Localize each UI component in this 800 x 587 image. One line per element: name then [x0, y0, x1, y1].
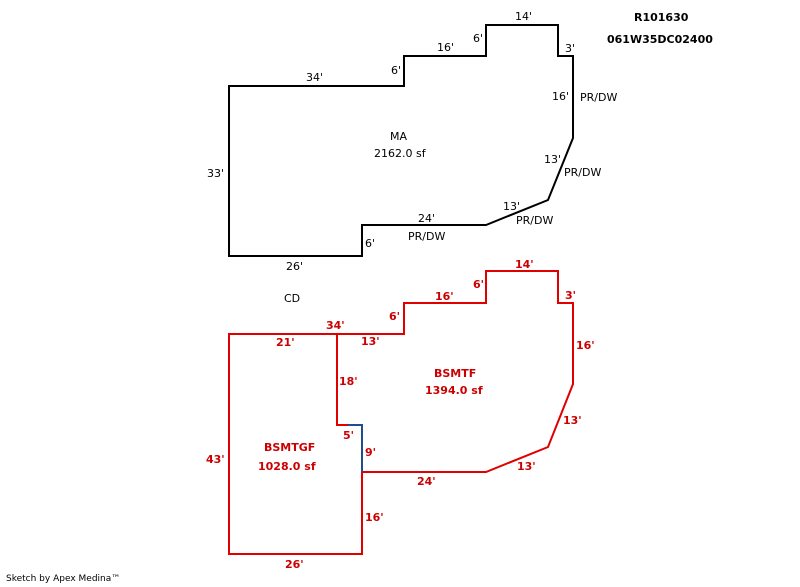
bsmtgf-dim-top: 21' — [276, 336, 295, 349]
ma-dim-bottom-right: 24' — [418, 212, 435, 225]
basement-outline — [228, 270, 574, 555]
cd-label: CD — [284, 292, 300, 305]
ma-dim-top: 14' — [515, 10, 532, 23]
ma-dim-left: 33' — [207, 167, 224, 180]
bsmtf-dim-top-right: 3' — [565, 289, 576, 302]
bsmtgf-dim-left: 43' — [206, 453, 225, 466]
ma-dim-step2: 6' — [391, 64, 401, 77]
main-area-outline — [228, 24, 574, 257]
ma-dim-upper-mid: 16' — [437, 41, 454, 54]
ma-note-pr-dw-diag-lower: PR/DW — [516, 214, 553, 227]
ma-note-pr-dw-diag-upper: PR/DW — [564, 166, 601, 179]
map-id: 061W35DC02400 — [607, 33, 713, 46]
bsmtf-name: BSMTF — [434, 367, 476, 380]
ma-dim-right-side: 16' — [552, 90, 569, 103]
bsmtgf-dim-bottom: 26' — [285, 558, 304, 571]
ma-dim-diag-upper: 13' — [544, 153, 561, 166]
bsmtf-dim-notch: 5' — [343, 429, 354, 442]
ma-dim-step-low: 6' — [365, 237, 375, 250]
bsmtf-dim-step1: 6' — [473, 278, 484, 291]
bsmtf-dim-top-left: 34' — [326, 319, 345, 332]
bsmtf-dim-upper-mid: 16' — [435, 290, 454, 303]
bsmtgf-name: BSMTGF — [264, 441, 315, 454]
bsmtf-dim-top: 14' — [515, 258, 534, 271]
ma-dim-diag-lower: 13' — [503, 200, 520, 213]
bsmtf-dim-inner-top: 13' — [361, 335, 380, 348]
ma-note-pr-dw-bottom: PR/DW — [408, 230, 445, 243]
ma-dim-left-top: 34' — [306, 71, 323, 84]
bsmtf-dim-inner-left: 18' — [339, 375, 358, 388]
bsmtf-dim-step2: 6' — [389, 310, 400, 323]
ma-name: MA — [390, 130, 407, 143]
bsmtf-area: 1394.0 sf — [425, 384, 483, 397]
bsmtgf-dim-right: 16' — [365, 511, 384, 524]
basement-partition-line — [336, 334, 348, 426]
bsmtgf-area: 1028.0 sf — [258, 460, 316, 473]
bsmtf-dim-right-side: 16' — [576, 339, 595, 352]
parcel-id: R101630 — [634, 11, 689, 24]
bsmtf-dim-bottom: 24' — [417, 475, 436, 488]
ma-dim-top-right: 3' — [565, 42, 575, 55]
ma-dim-bottom: 26' — [286, 260, 303, 273]
bsmtf-dim-diag-upper: 13' — [563, 414, 582, 427]
ma-area: 2162.0 sf — [374, 147, 427, 160]
ma-dim-step1: 6' — [473, 32, 483, 45]
bsmtf-dim-inner-right: 9' — [365, 446, 376, 459]
sketch-credit: Sketch by Apex Medina™ — [6, 574, 121, 584]
basement-divider-line — [348, 424, 363, 472]
bsmtf-dim-diag-lower: 13' — [517, 460, 536, 473]
ma-note-pr-dw-right: PR/DW — [580, 91, 617, 104]
